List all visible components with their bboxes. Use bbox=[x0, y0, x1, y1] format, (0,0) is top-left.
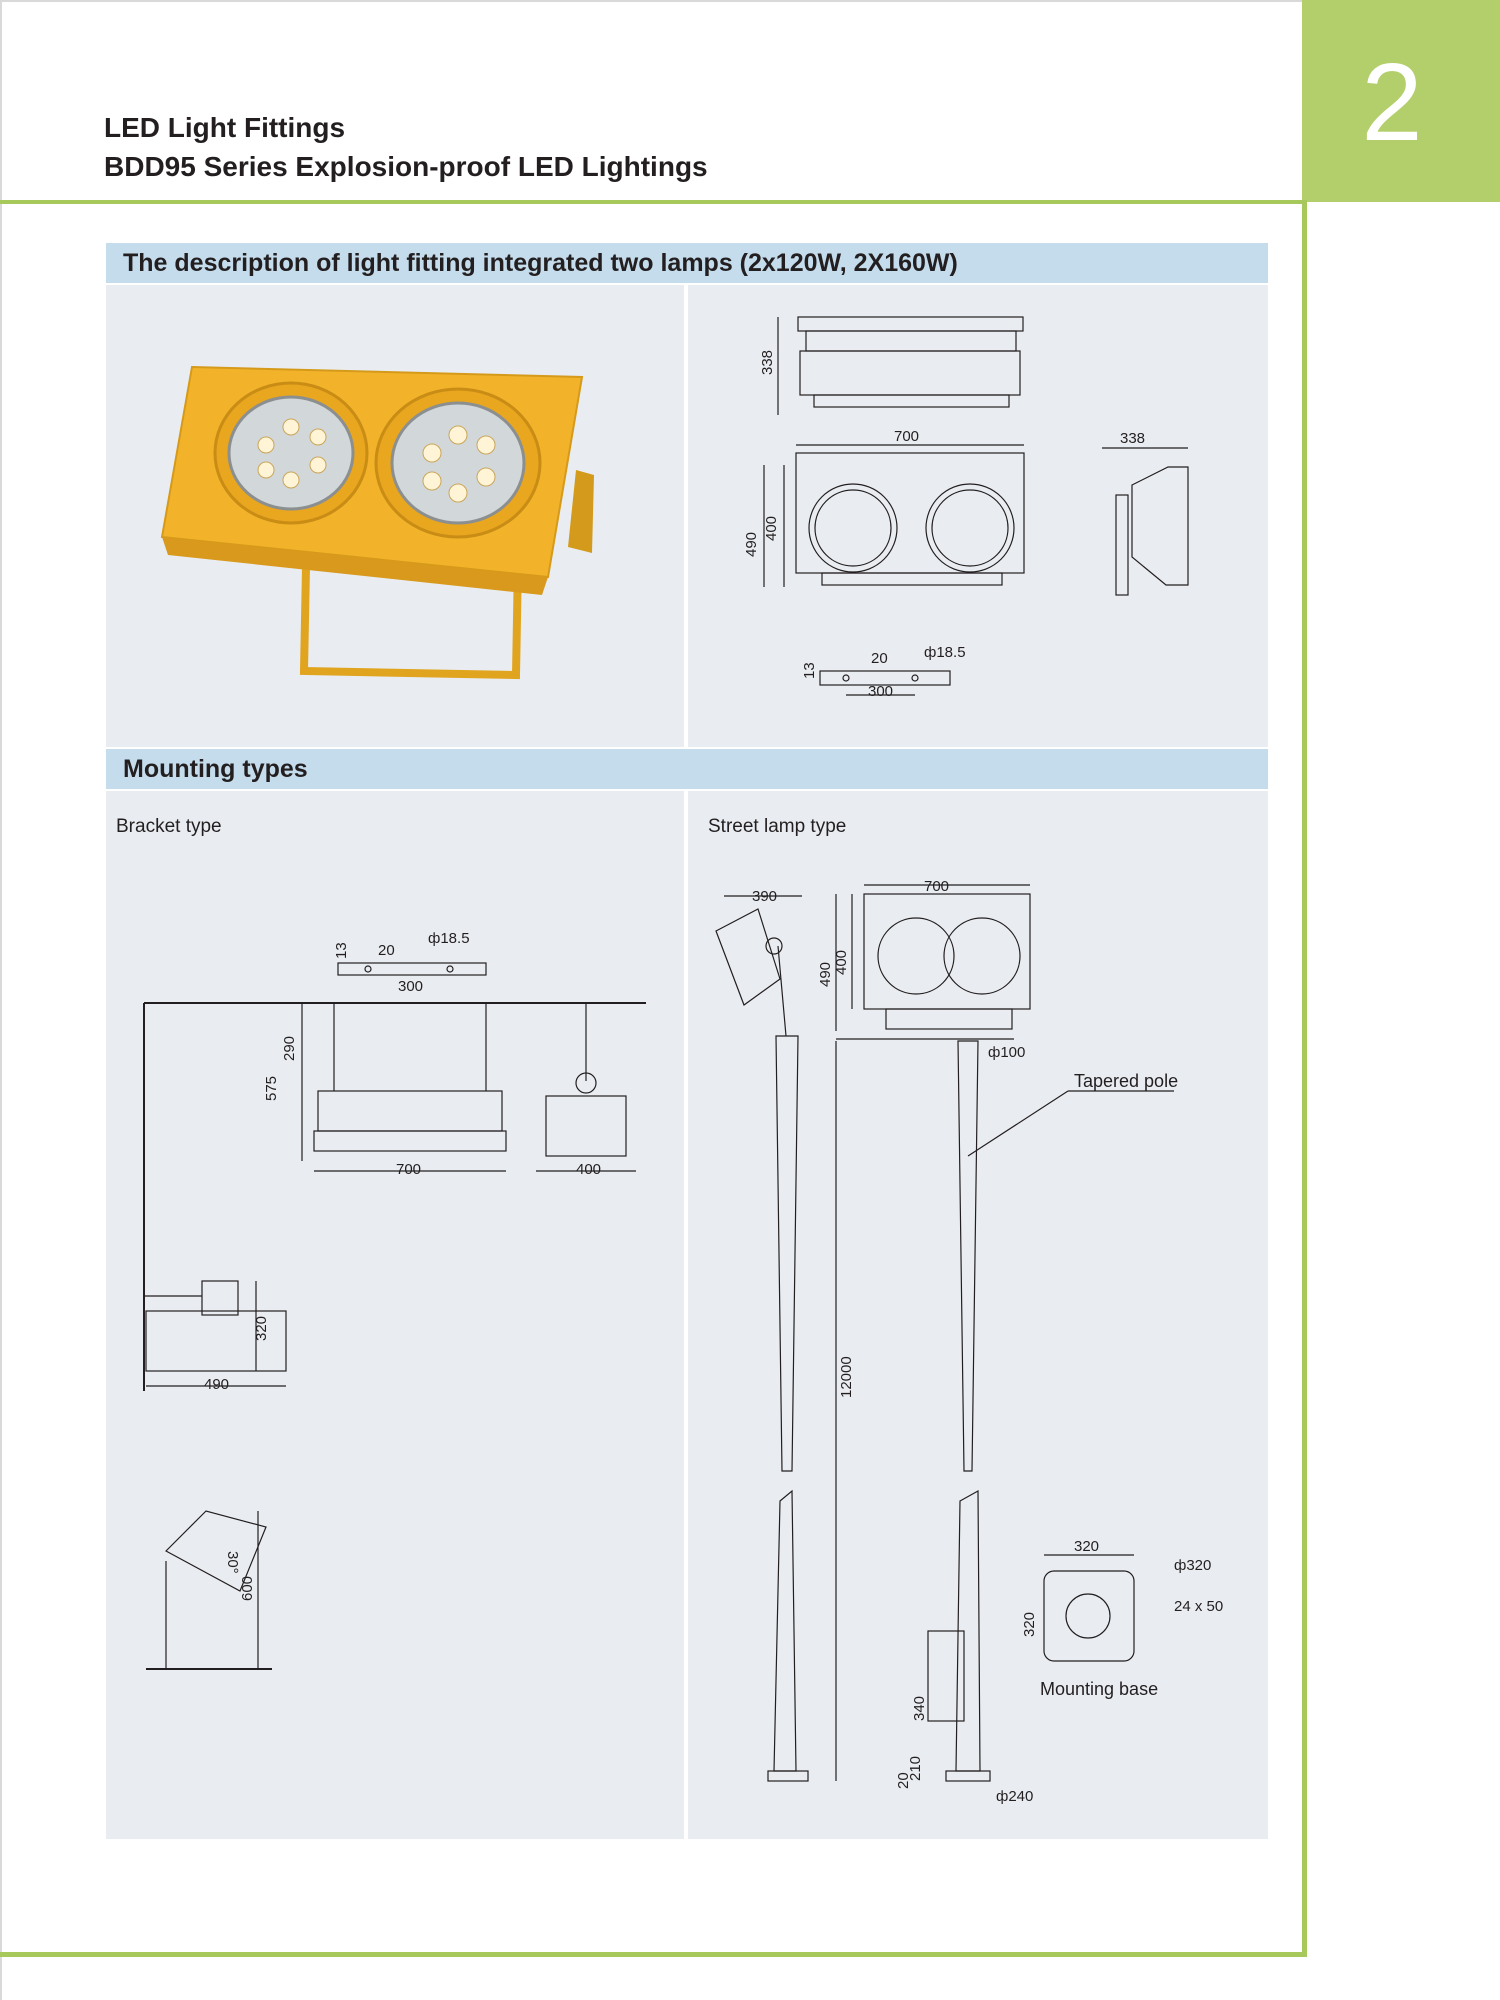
svg-text:20: 20 bbox=[378, 942, 395, 959]
bracket bbox=[299, 560, 522, 680]
svg-text:490: 490 bbox=[204, 1376, 229, 1393]
bracket-plate-detail: 300 20 ф18.5 13 bbox=[801, 644, 966, 700]
housing-edge bbox=[162, 537, 548, 595]
dimension-drawings: 338 700 490 400 338 300 20 bbox=[743, 316, 1189, 700]
svg-text:12000: 12000 bbox=[838, 1356, 855, 1398]
svg-text:ф100: ф100 bbox=[988, 1044, 1025, 1061]
street-lamp-type-label: Street lamp type bbox=[708, 816, 847, 837]
header-rule bbox=[0, 200, 1306, 204]
svg-text:340: 340 bbox=[911, 1696, 928, 1721]
svg-text:320: 320 bbox=[1074, 1538, 1099, 1555]
svg-text:338: 338 bbox=[1120, 430, 1145, 447]
footer-rule bbox=[0, 1952, 1307, 1957]
front-elevation-view: 338 bbox=[759, 316, 1024, 415]
pole-with-tilted-light: 390 bbox=[715, 888, 809, 1782]
svg-text:ф18.5: ф18.5 bbox=[428, 930, 470, 947]
bracket-type-drawings: 20 ф18.5 300 13 290 575 700 400 bbox=[143, 930, 646, 1670]
bracket-plate-detail-2: 20 ф18.5 300 13 bbox=[333, 930, 487, 995]
chapter-tab bbox=[1302, 0, 1500, 202]
street-lamp-drawings: 390 700 490 400 ф100 12000 340 210 20 ф2… bbox=[715, 878, 1223, 1805]
page-number: 2 bbox=[1361, 41, 1423, 164]
svg-text:ф320: ф320 bbox=[1174, 1557, 1211, 1574]
section-description-heading: The description of light fitting integra… bbox=[106, 243, 1268, 283]
svg-text:700: 700 bbox=[924, 878, 949, 895]
wall-mounted-fixture: 320 490 bbox=[144, 1280, 287, 1393]
svg-text:490: 490 bbox=[817, 962, 834, 987]
header-subtitle: BDD95 Series Explosion-proof LED Lightin… bbox=[104, 151, 708, 182]
svg-text:400: 400 bbox=[576, 1161, 601, 1178]
lamp-right bbox=[374, 387, 542, 539]
svg-text:300: 300 bbox=[868, 683, 893, 700]
pendant-side-fixture: 400 bbox=[536, 1003, 636, 1178]
mounting-base-drawing: 320 320 ф320 24 x 50 Mounting base bbox=[1021, 1538, 1223, 1699]
svg-text:400: 400 bbox=[833, 950, 850, 975]
svg-text:320: 320 bbox=[253, 1316, 270, 1341]
svg-text:24 x 50: 24 x 50 bbox=[1174, 1598, 1223, 1615]
svg-text:490: 490 bbox=[743, 532, 760, 557]
header-title: LED Light Fittings bbox=[104, 112, 346, 143]
street-lamp-panel: Street lamp type 390 700 490 400 bbox=[688, 791, 1268, 1839]
product-photo-panel bbox=[106, 285, 684, 747]
svg-text:338: 338 bbox=[759, 350, 776, 375]
svg-text:13: 13 bbox=[801, 662, 818, 679]
mounting-base-label: Mounting base bbox=[1040, 1679, 1158, 1699]
side-view: 338 bbox=[1102, 430, 1189, 596]
bracket-type-panel: Bracket type 20 ф18.5 300 13 290 575 700 bbox=[106, 791, 684, 1839]
svg-text:210: 210 bbox=[907, 1756, 924, 1781]
dimension-drawing-panel: 338 700 490 400 338 300 20 bbox=[688, 285, 1268, 747]
svg-text:13: 13 bbox=[333, 942, 350, 959]
section-mounting-heading: Mounting types bbox=[106, 749, 1268, 789]
plan-view: 700 490 400 bbox=[743, 428, 1025, 587]
product-photo bbox=[160, 365, 594, 680]
svg-text:20: 20 bbox=[871, 650, 888, 667]
svg-text:320: 320 bbox=[1021, 1612, 1038, 1637]
tapered-pole-label: Tapered pole bbox=[1074, 1071, 1178, 1091]
svg-text:30°: 30° bbox=[224, 1551, 241, 1574]
svg-text:20: 20 bbox=[895, 1772, 912, 1789]
ceiling-mounted-fixture: 290 575 700 bbox=[263, 1003, 507, 1178]
pole-with-twin-light: 700 490 400 ф100 12000 340 210 20 ф240 T… bbox=[817, 878, 1178, 1805]
svg-text:ф18.5: ф18.5 bbox=[924, 644, 966, 661]
svg-text:300: 300 bbox=[398, 978, 423, 995]
tilted-floor-fixture: 600 30° bbox=[146, 1510, 272, 1670]
side-box bbox=[568, 470, 594, 553]
page-border-left bbox=[0, 0, 2, 2000]
bracket-type-label: Bracket type bbox=[116, 816, 222, 837]
svg-text:ф240: ф240 bbox=[996, 1788, 1033, 1805]
page-border-top bbox=[0, 0, 1500, 2]
svg-text:700: 700 bbox=[894, 428, 919, 445]
svg-text:400: 400 bbox=[763, 516, 780, 541]
svg-text:600: 600 bbox=[239, 1576, 256, 1601]
svg-text:575: 575 bbox=[263, 1076, 280, 1101]
svg-text:290: 290 bbox=[281, 1036, 298, 1061]
svg-text:390: 390 bbox=[752, 888, 777, 905]
right-rule bbox=[1302, 200, 1307, 1956]
lamp-left bbox=[213, 381, 369, 525]
svg-text:700: 700 bbox=[396, 1161, 421, 1178]
